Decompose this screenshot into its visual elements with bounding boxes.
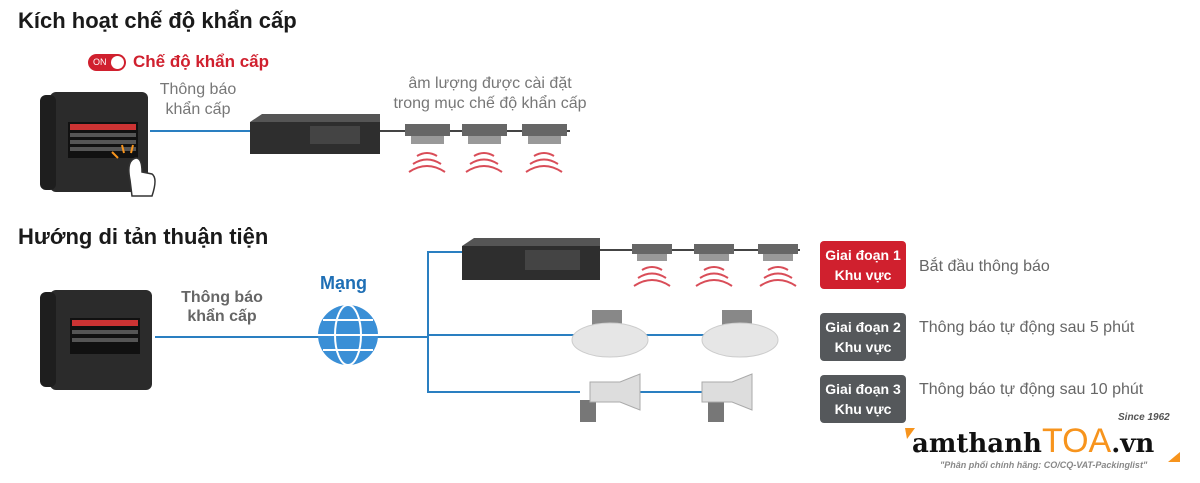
network-label: Mạng [320,273,367,293]
stage-badge-3: Giai đoạn 3 Khu vực [820,375,906,423]
toggle-label: ON [93,57,107,67]
volume-label: âm lượng được cài đặt trong mục chế độ k… [370,74,610,114]
stage-desc: Bắt đầu thông báo [919,258,1050,275]
stage-zone: Khu vực [834,267,892,283]
network-globe-icon [318,304,378,366]
announce-line: Thông báo [159,81,237,98]
stage-desc: Thông báo tự động sau 10 phút [919,381,1144,398]
ip-phone-icon [40,290,152,390]
stage-badge-2: Giai đoạn 2 Khu vực [820,313,906,361]
emergency-toggle[interactable]: ON [88,54,126,71]
amplifier-icon [462,238,600,280]
stage-desc: Thông báo tự động sau 5 phút [919,319,1135,336]
announce-label: Thông báo khẩn cấp [172,288,272,326]
logo: amthanhTOA.vn [912,422,1155,460]
logo-accent [905,428,915,439]
section-title: Hướng di tản thuận tiện [18,224,269,249]
stage-name: Giai đoạn 3 [825,381,901,397]
horn-speakers [580,373,753,422]
stage-name: Giai đoạn 2 [825,319,901,335]
announce-line: khẩn cấp [165,101,231,118]
stage-zone: Khu vực [834,401,892,417]
round-ceiling-speakers [571,310,779,358]
ip-phone-icon [40,92,156,197]
stage-zone: Khu vực [834,339,892,355]
logo-since: Since 1962 [1118,412,1170,423]
announce-label: Thông báo khẩn cấp [150,80,246,120]
stage-badge-1: Giai đoạn 1 Khu vực [820,241,906,289]
ceiling-speakers [632,244,798,287]
section-title: Kích hoạt chế độ khẩn cấp [18,8,297,33]
ceiling-speakers [405,124,567,173]
stage-name: Giai đoạn 1 [825,247,901,263]
volume-line: âm lượng được cài đặt [408,75,572,92]
toggle-knob [111,56,124,69]
amplifier-icon [250,114,380,154]
volume-line: trong mục chế độ khẩn cấp [393,95,587,112]
logo-brand: TOA [1041,422,1112,460]
logo-tagline: "Phân phối chính hãng: CO/CQ-VAT-Packing… [940,460,1148,470]
mode-label: Chế độ khẩn cấp [133,52,270,71]
announce-line: khẩn cấp [187,308,257,325]
logo-accent [1168,452,1180,462]
announce-line: Thông báo [181,289,263,306]
logo-suffix: .vn [1111,429,1155,459]
logo-main: amthanh [912,429,1042,459]
